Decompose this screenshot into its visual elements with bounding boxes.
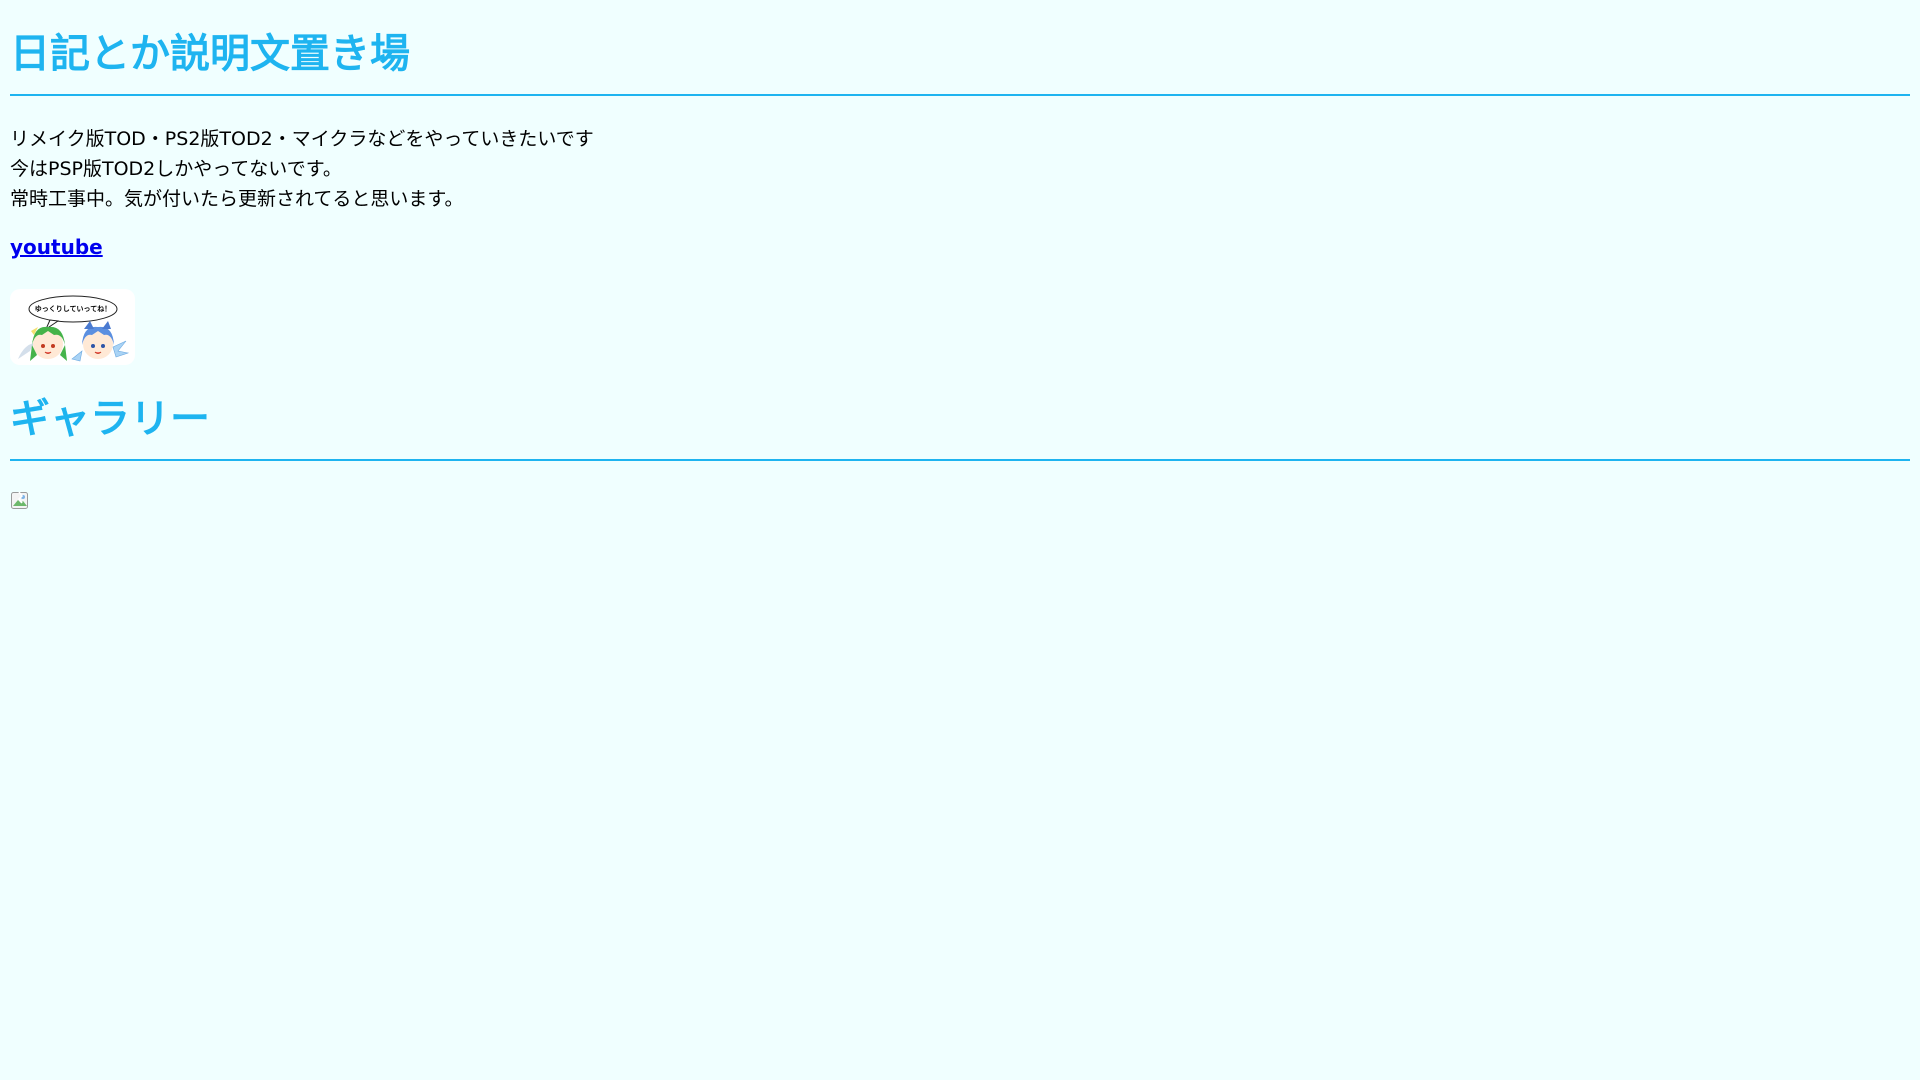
banner-speech-text: ゆっくりしていってね！ xyxy=(34,305,112,313)
youtube-link[interactable]: youtube xyxy=(10,235,103,259)
diary-description: リメイク版TOD・PS2版TOD2・マイクラなどをやっていきたいです 今はPSP… xyxy=(10,124,1910,214)
description-line: 今はPSP版TOD2しかやってないです。 xyxy=(10,158,342,180)
diary-heading: 日記とか説明文置き場 xyxy=(10,31,410,77)
description-line: リメイク版TOD・PS2版TOD2・マイクラなどをやっていきたいです xyxy=(10,128,594,150)
broken-image-icon[interactable] xyxy=(10,491,30,511)
description-line: 常時工事中。気が付いたら更新されてると思います。 xyxy=(10,188,464,210)
gallery-heading: ギャラリー xyxy=(10,396,210,442)
yukkuri-banner-image[interactable]: ゆっくりしていってね！ xyxy=(10,289,135,365)
yukkuri-characters-illustration xyxy=(18,295,130,362)
gallery-divider xyxy=(10,459,1910,461)
diary-divider xyxy=(10,94,1910,96)
